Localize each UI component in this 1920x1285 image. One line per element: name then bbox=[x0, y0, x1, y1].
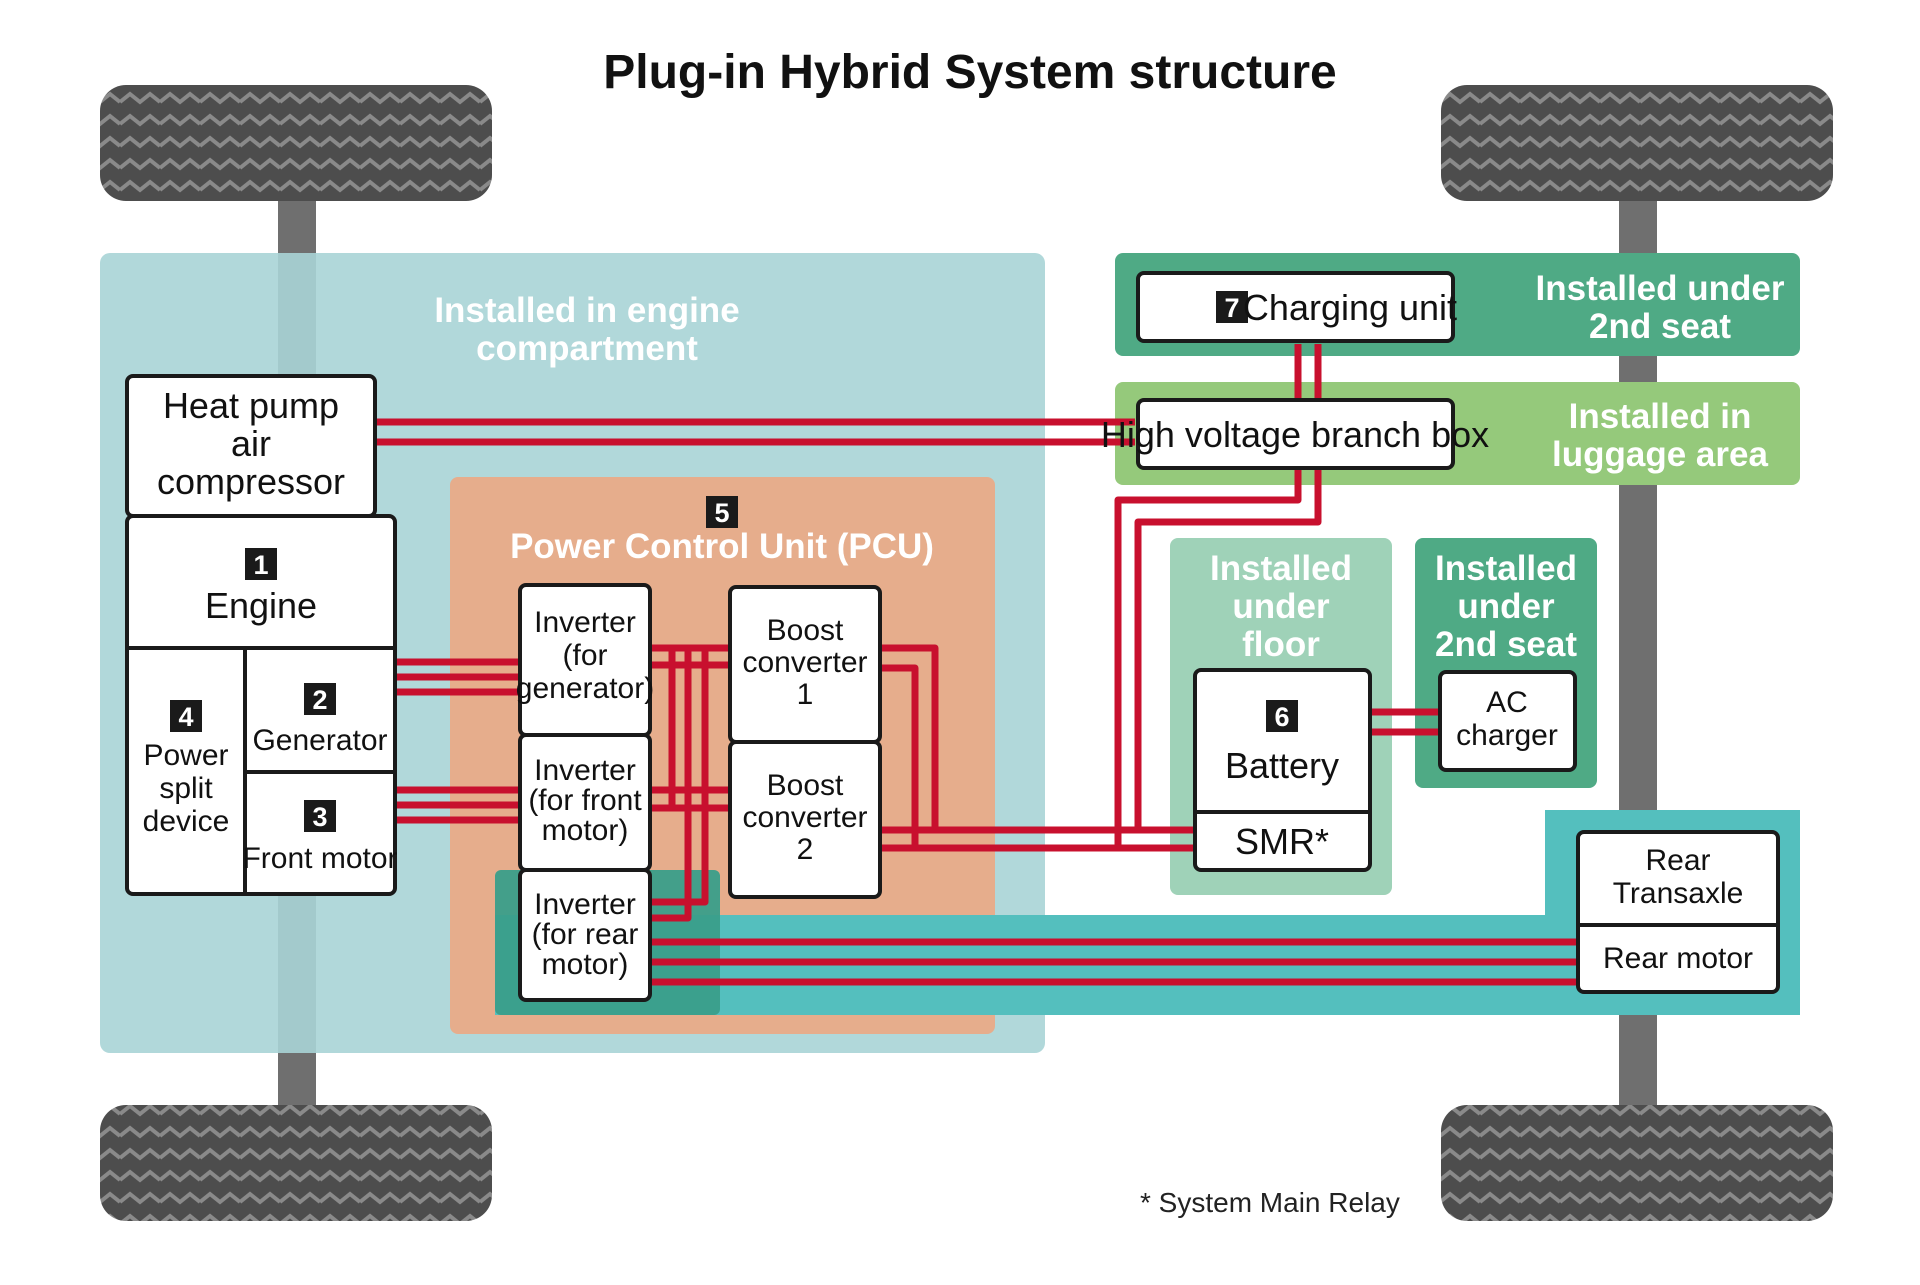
footnote: * System Main Relay bbox=[1140, 1187, 1400, 1218]
hv-branch-label: High voltage branch box bbox=[1101, 414, 1489, 455]
pcu-zone-label: Power Control Unit (PCU) bbox=[510, 527, 934, 566]
battery-badge-num: 6 bbox=[1274, 702, 1289, 732]
tire-rear-left-icon bbox=[1441, 85, 1833, 201]
hv-branch-box bbox=[1136, 398, 1455, 470]
power-split-badge-num: 4 bbox=[178, 702, 193, 732]
battery-box bbox=[1193, 668, 1372, 872]
tire-rear-right-icon bbox=[1441, 1105, 1833, 1221]
boost-converter-2-box bbox=[728, 740, 882, 899]
generator-label: Generator bbox=[252, 724, 387, 757]
pcu-badge-num: 5 bbox=[714, 498, 729, 528]
rear-motor-label: Rear motor bbox=[1603, 942, 1753, 975]
front-motor-badge-num: 3 bbox=[312, 802, 327, 832]
front-motor-badge bbox=[304, 800, 336, 832]
tire-front-right-icon bbox=[100, 1105, 492, 1221]
generator-badge-num: 2 bbox=[312, 685, 327, 715]
tire-front-left-icon bbox=[100, 85, 492, 201]
charging-unit-label: Charging unit bbox=[1243, 287, 1457, 328]
power-split-badge bbox=[170, 700, 202, 732]
charging-unit-badge-num: 7 bbox=[1224, 293, 1239, 323]
front-motor-label: Front motor bbox=[242, 842, 397, 875]
wire-boost-battery-1 bbox=[880, 644, 1195, 834]
charging-unit-badge bbox=[1216, 291, 1248, 323]
generator-badge bbox=[304, 683, 336, 715]
wire-boost-battery-2 bbox=[880, 664, 1195, 852]
engine-label: Engine bbox=[205, 585, 317, 626]
rear-transaxle-box bbox=[1576, 830, 1780, 994]
engine-badge-num: 1 bbox=[253, 550, 268, 580]
charging-unit-box bbox=[1136, 271, 1455, 343]
pcu-badge bbox=[706, 496, 738, 528]
wire-inverter-bus-5 bbox=[650, 648, 709, 906]
high-voltage-wires bbox=[375, 344, 1578, 986]
wire-inverter-bus-6 bbox=[650, 648, 692, 922]
ac-charger-box bbox=[1438, 670, 1577, 772]
battery-badge bbox=[1266, 700, 1298, 732]
engine-badge bbox=[245, 548, 277, 580]
smr-label: SMR* bbox=[1235, 821, 1329, 862]
inverter-rear-box bbox=[518, 868, 652, 1002]
battery-label: Battery bbox=[1225, 745, 1339, 786]
page-title: Plug-in Hybrid System structure bbox=[603, 46, 1336, 99]
engine-box bbox=[125, 514, 397, 896]
